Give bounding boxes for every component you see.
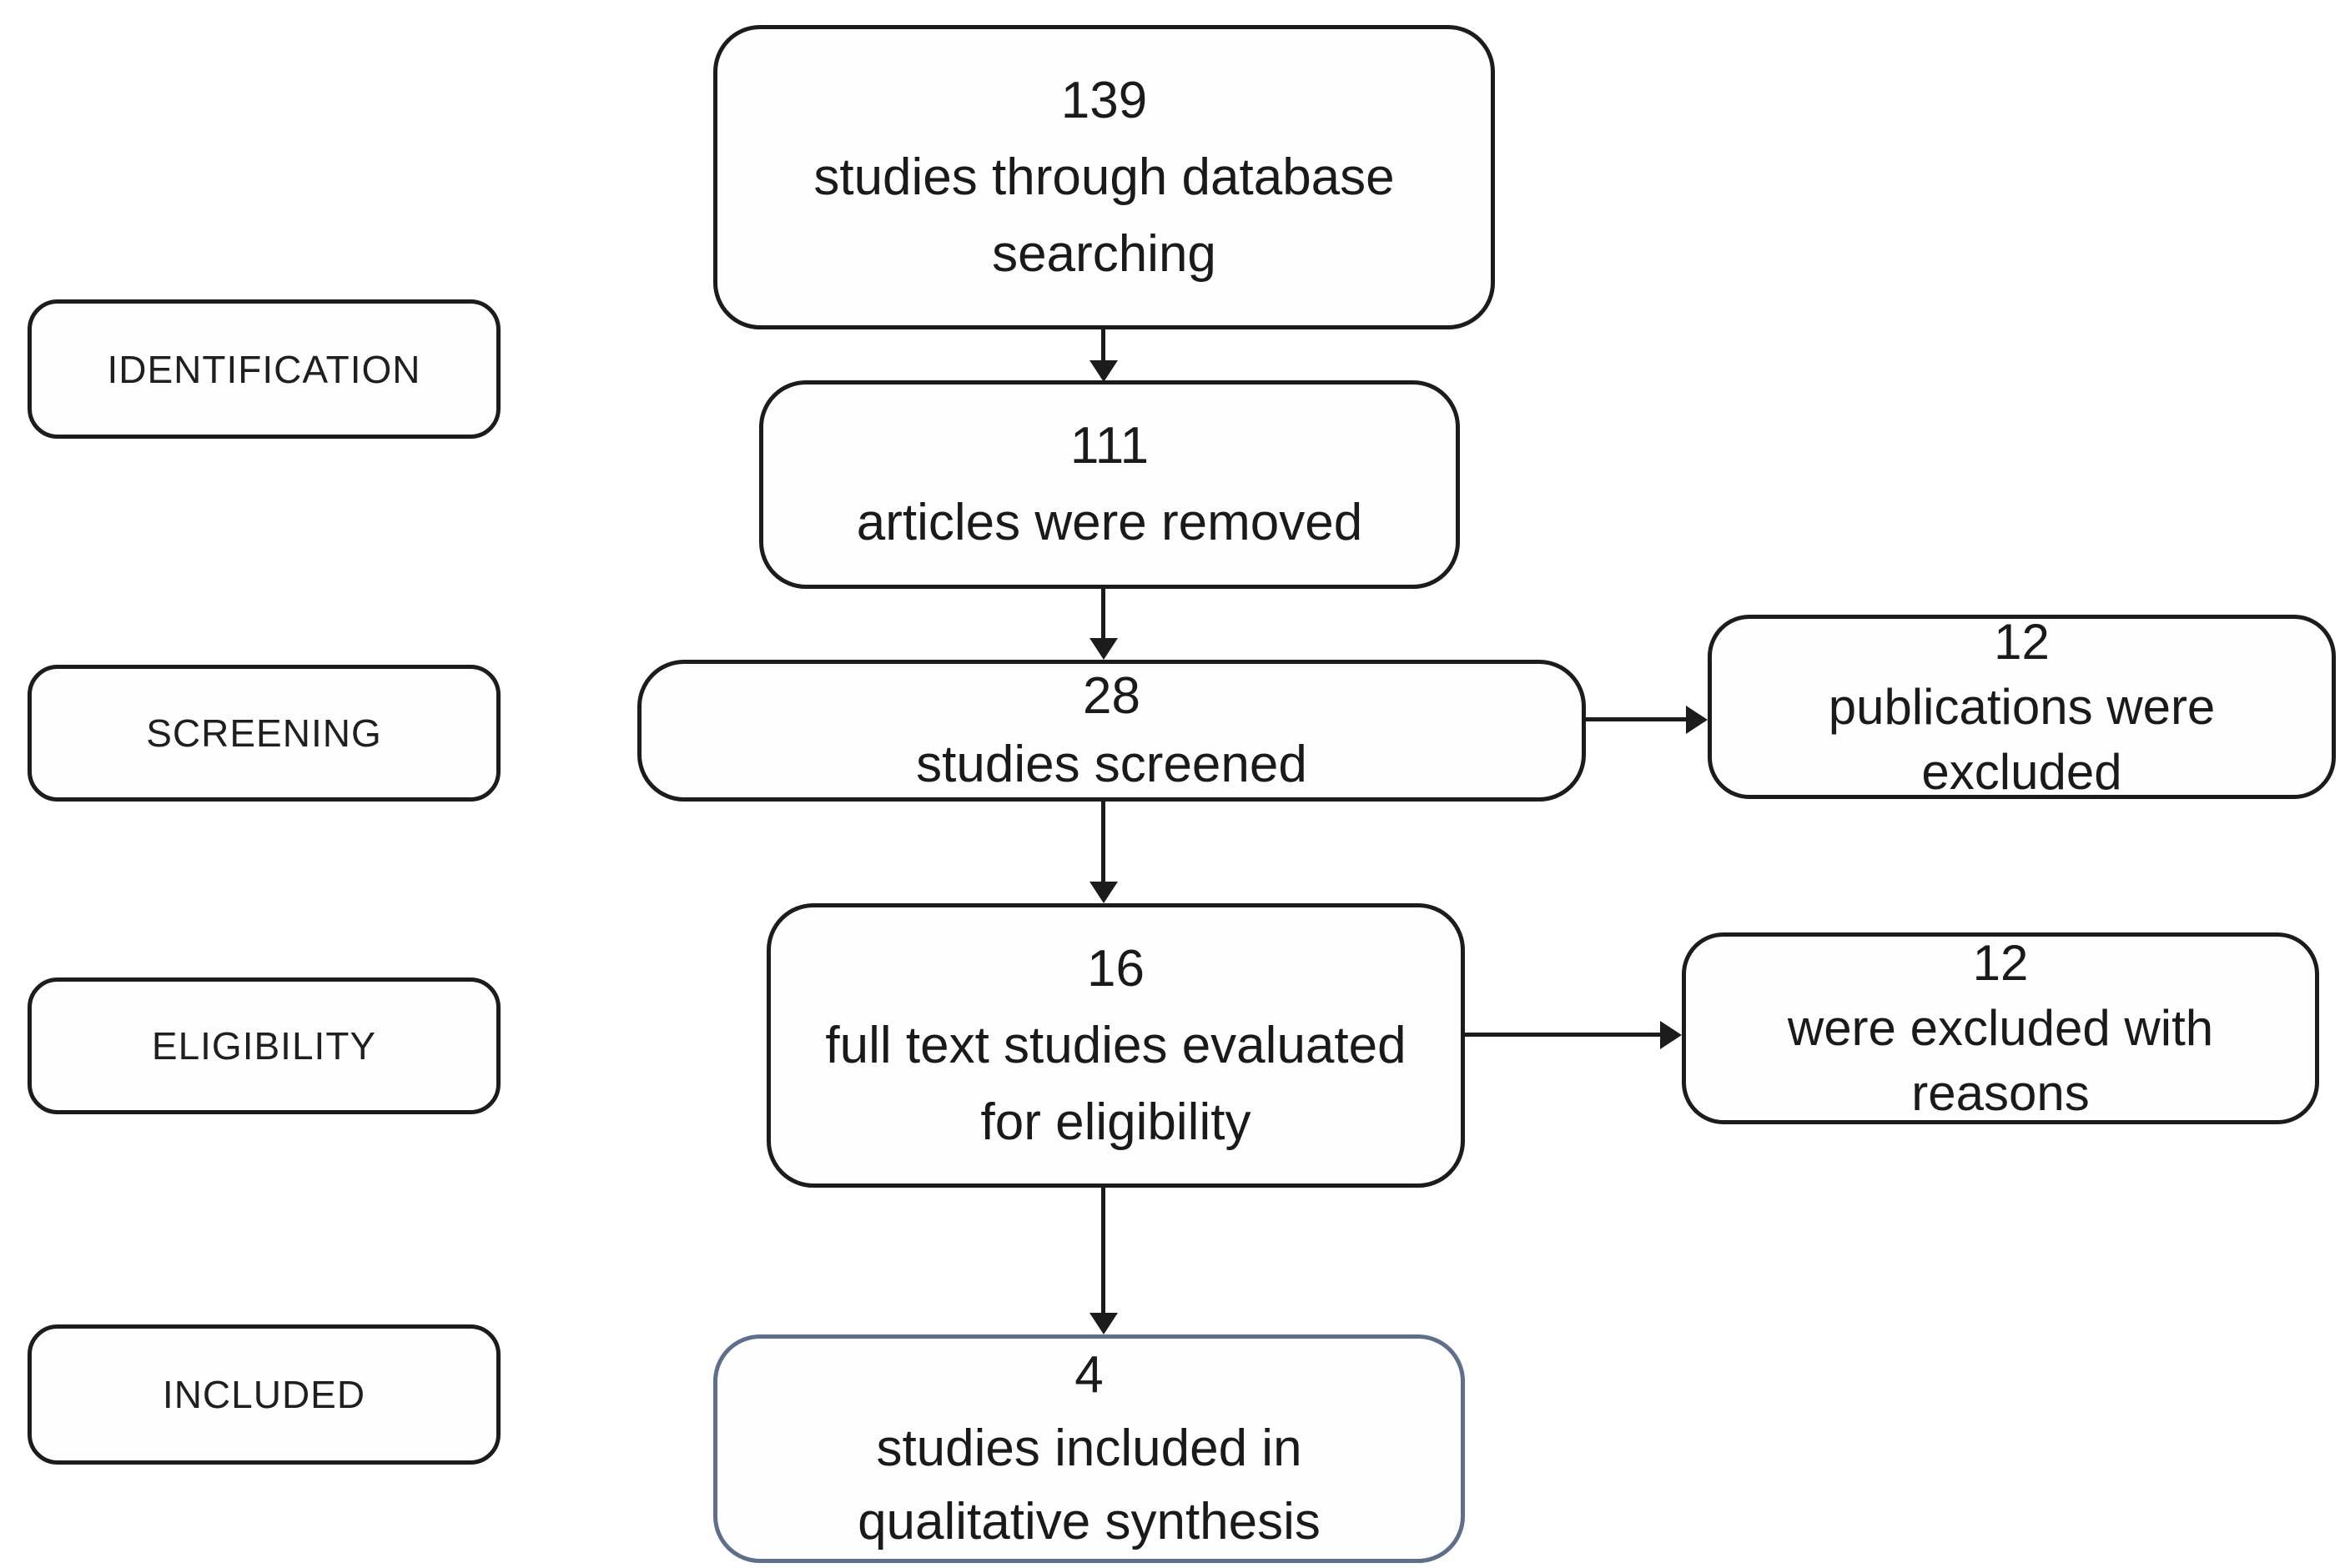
count-studies-screened: 28 (1083, 667, 1140, 725)
desc-studies-included-2: qualitative synthesis (858, 1493, 1321, 1550)
flow-box-articles-removed: 111 articles were removed (759, 380, 1460, 589)
arrow-shaft (1101, 329, 1105, 364)
stage-box-screening: SCREENING (28, 665, 501, 802)
desc-fulltext-evaluated-2: for eligibility (980, 1093, 1251, 1151)
count-excluded-with-reasons: 12 (1972, 935, 2029, 991)
flow-box-studies-included: 4 studies included in qualitative synthe… (713, 1334, 1465, 1563)
arrow-head-down-icon (1089, 360, 1118, 382)
arrow-shaft (1101, 802, 1105, 883)
stage-box-identification: IDENTIFICATION (28, 299, 501, 439)
desc-studies-included-1: studies included in (876, 1420, 1302, 1477)
excl-box-excluded-with-reasons: 12 were excluded with reasons (1682, 932, 2319, 1124)
arrow-head-down-icon (1089, 1313, 1118, 1334)
desc-fulltext-evaluated-1: full text studies evaluated (825, 1016, 1406, 1074)
count-fulltext-evaluated: 16 (1087, 939, 1145, 998)
stage-label-eligibility: ELIGIBILITY (151, 1024, 377, 1068)
arrow-shaft (1465, 1033, 1662, 1037)
stage-label-identification: IDENTIFICATION (107, 347, 421, 391)
arrow-head-down-icon (1089, 882, 1118, 903)
count-studies-included: 4 (1074, 1346, 1104, 1404)
count-publications-excluded: 12 (1994, 613, 2050, 670)
flow-box-studies-screened: 28 studies screened (637, 660, 1586, 802)
count-database-searching: 139 (1060, 71, 1148, 129)
arrow-shaft (1101, 589, 1105, 641)
flow-box-fulltext-evaluated: 16 full text studies evaluated for eligi… (767, 903, 1465, 1188)
arrow-shaft (1101, 1188, 1105, 1314)
stage-box-included: INCLUDED (28, 1324, 501, 1465)
arrow-head-right-icon (1660, 1021, 1682, 1049)
arrow-shaft (1586, 717, 1688, 721)
desc-database-searching-2: searching (992, 224, 1216, 283)
stage-box-eligibility: ELIGIBILITY (28, 977, 501, 1114)
desc-publications-excluded-1: publications were (1828, 678, 2216, 735)
desc-studies-screened: studies screened (916, 736, 1307, 793)
count-articles-removed: 111 (1069, 417, 1150, 475)
arrow-head-right-icon (1686, 706, 1708, 734)
desc-publications-excluded-2: excluded (1921, 743, 2122, 800)
stage-label-screening: SCREENING (146, 711, 382, 755)
stage-label-included: INCLUDED (162, 1373, 366, 1416)
desc-articles-removed: articles were removed (856, 494, 1363, 551)
desc-excluded-with-reasons-2: reasons (1911, 1065, 2090, 1121)
desc-excluded-with-reasons-1: were excluded with (1787, 1000, 2214, 1056)
flow-box-database-searching: 139 studies through database searching (713, 25, 1495, 329)
arrow-head-down-icon (1089, 638, 1118, 660)
excl-box-publications-excluded: 12 publications were excluded (1708, 614, 2336, 800)
desc-database-searching-1: studies through database (813, 148, 1395, 206)
